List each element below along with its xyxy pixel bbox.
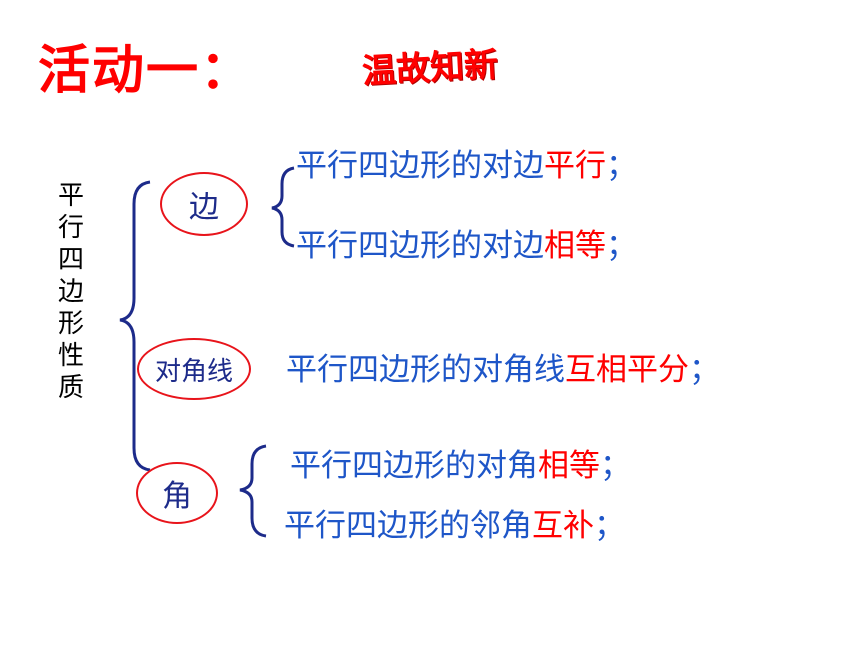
topic-char: 形 [57, 309, 84, 339]
property-opposite-angles-equal: 平行四边形的对角相等； [290, 440, 631, 485]
property-punct: ； [606, 228, 637, 264]
angle-brace [239, 444, 267, 538]
main-brace [119, 180, 151, 472]
category-edge: 边 [160, 172, 248, 236]
topic-char: 行 [57, 213, 84, 243]
property-punct: ； [600, 448, 631, 484]
edge-brace [271, 166, 295, 248]
topic-char: 平 [57, 181, 84, 211]
slide-title: 活动一： [38, 41, 255, 101]
category-diagonal: 对角线 [137, 338, 251, 400]
property-highlight: 互补 [532, 508, 594, 544]
category-label: 对角线 [154, 356, 233, 387]
property-punct: ； [606, 148, 637, 184]
property-highlight: 相等 [538, 448, 600, 484]
property-text: 平行四边形的邻角 [284, 508, 532, 544]
property-opposite-sides-equal: 平行四边形的对边相等； [296, 220, 637, 265]
topic-label-vertical: 平 行 四 边 形 性 质 [56, 180, 86, 404]
property-text: 平行四边形的对边 [296, 228, 544, 264]
property-punct: ； [689, 352, 720, 388]
property-opposite-sides-parallel: 平行四边形的对边平行； [296, 140, 637, 185]
topic-char: 性 [57, 341, 84, 371]
property-adjacent-angles-supplementary: 平行四边形的邻角互补； [284, 500, 625, 545]
property-highlight: 互相平分 [565, 352, 689, 388]
property-text: 平行四边形的对角 [290, 448, 538, 484]
property-punct: ； [594, 508, 625, 544]
topic-char: 边 [57, 277, 84, 307]
property-highlight: 相等 [544, 228, 606, 264]
property-text: 平行四边形的对角线 [286, 352, 565, 388]
property-text: 平行四边形的对边 [296, 148, 544, 184]
category-angle: 角 [136, 462, 218, 524]
category-label: 边 [189, 190, 219, 225]
topic-char: 四 [57, 245, 84, 275]
category-label: 角 [162, 479, 192, 514]
property-diagonals-bisect: 平行四边形的对角线互相平分； [286, 344, 720, 389]
property-highlight: 平行 [544, 148, 606, 184]
topic-char: 质 [57, 373, 84, 403]
